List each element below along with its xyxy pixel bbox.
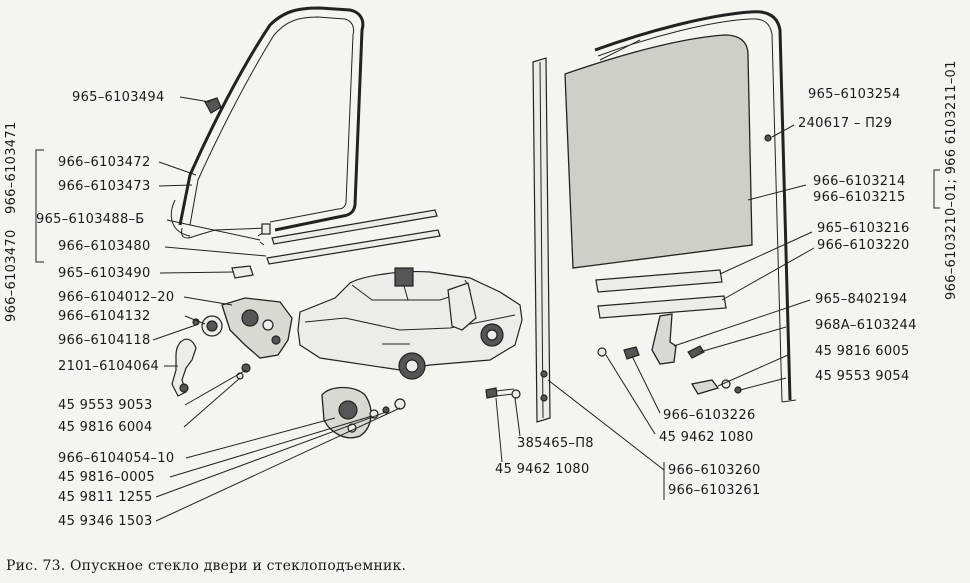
part-label: 45 9816 6004 bbox=[58, 420, 153, 435]
part-label: 45 9553 9053 bbox=[58, 398, 153, 413]
part-label: 965–6103494 bbox=[72, 90, 165, 105]
car-illustration bbox=[297, 267, 523, 380]
part-label: 966–6103480 bbox=[58, 239, 151, 254]
window-frame-seal bbox=[170, 6, 365, 239]
part-label: 965–6103488–Б bbox=[36, 212, 145, 227]
part-label: 966–6104012–20 bbox=[58, 290, 175, 305]
rear-channel bbox=[594, 10, 797, 403]
part-label: 966–6103214 bbox=[813, 174, 906, 189]
part-label: 965–6103490 bbox=[58, 266, 151, 281]
part-label: 966–6104132 bbox=[58, 309, 151, 324]
bolt bbox=[485, 387, 498, 399]
leader-lines bbox=[152, 96, 815, 522]
part-label: 45 9462 1080 bbox=[495, 462, 590, 477]
part-label: 385465–П8 bbox=[517, 436, 594, 451]
group-label-vertical: 966–6103470 bbox=[4, 229, 19, 322]
part-label: 966–6103220 bbox=[817, 238, 910, 253]
block-part bbox=[231, 265, 254, 279]
part-label: 966–6104054–10 bbox=[58, 451, 175, 466]
part-label: 45 9816–0005 bbox=[58, 470, 155, 485]
part-label: 45 9553 9054 bbox=[815, 369, 910, 384]
part-label: 240617 – П29 bbox=[798, 116, 893, 131]
part-label: 45 9346 1503 bbox=[58, 514, 153, 529]
part-label: 966–6103215 bbox=[813, 190, 906, 205]
part-label: 965–6103254 bbox=[808, 87, 901, 102]
glass-channel bbox=[532, 57, 551, 423]
regulator-drum bbox=[321, 386, 406, 439]
door-glass bbox=[564, 34, 753, 269]
group-label-vertical: 966–6103210–01; 966 6103211–01 bbox=[944, 60, 959, 300]
part-label: 968А–6103244 bbox=[815, 318, 917, 333]
part-label: 965–6103216 bbox=[817, 221, 910, 236]
part-label: 966–6103260 bbox=[668, 463, 761, 478]
seal-strips bbox=[257, 209, 441, 265]
part-label: 966–6103472 bbox=[58, 155, 151, 170]
part-label: 966–6103226 bbox=[663, 408, 756, 423]
part-label: 966–6103261 bbox=[668, 483, 761, 498]
lift-channel bbox=[595, 269, 727, 365]
part-label: 965–8402194 bbox=[815, 292, 908, 307]
part-label: 2101–6104064 bbox=[58, 359, 160, 374]
part-label: 45 9816 6005 bbox=[815, 344, 910, 359]
window-regulator bbox=[171, 297, 293, 397]
group-label-vertical: 966–6103471 bbox=[4, 121, 19, 214]
part-label: 966–6104118 bbox=[58, 333, 151, 348]
part-label: 966–6103473 bbox=[58, 179, 151, 194]
group-brackets bbox=[35, 149, 940, 263]
clip-part bbox=[204, 97, 222, 114]
part-label: 45 9462 1080 bbox=[659, 430, 754, 445]
part-label: 45 9811 1255 bbox=[58, 490, 153, 505]
small-parts bbox=[597, 134, 772, 395]
figure-caption: Рис. 73. Опускное стекло двери и стеклоп… bbox=[6, 558, 407, 574]
